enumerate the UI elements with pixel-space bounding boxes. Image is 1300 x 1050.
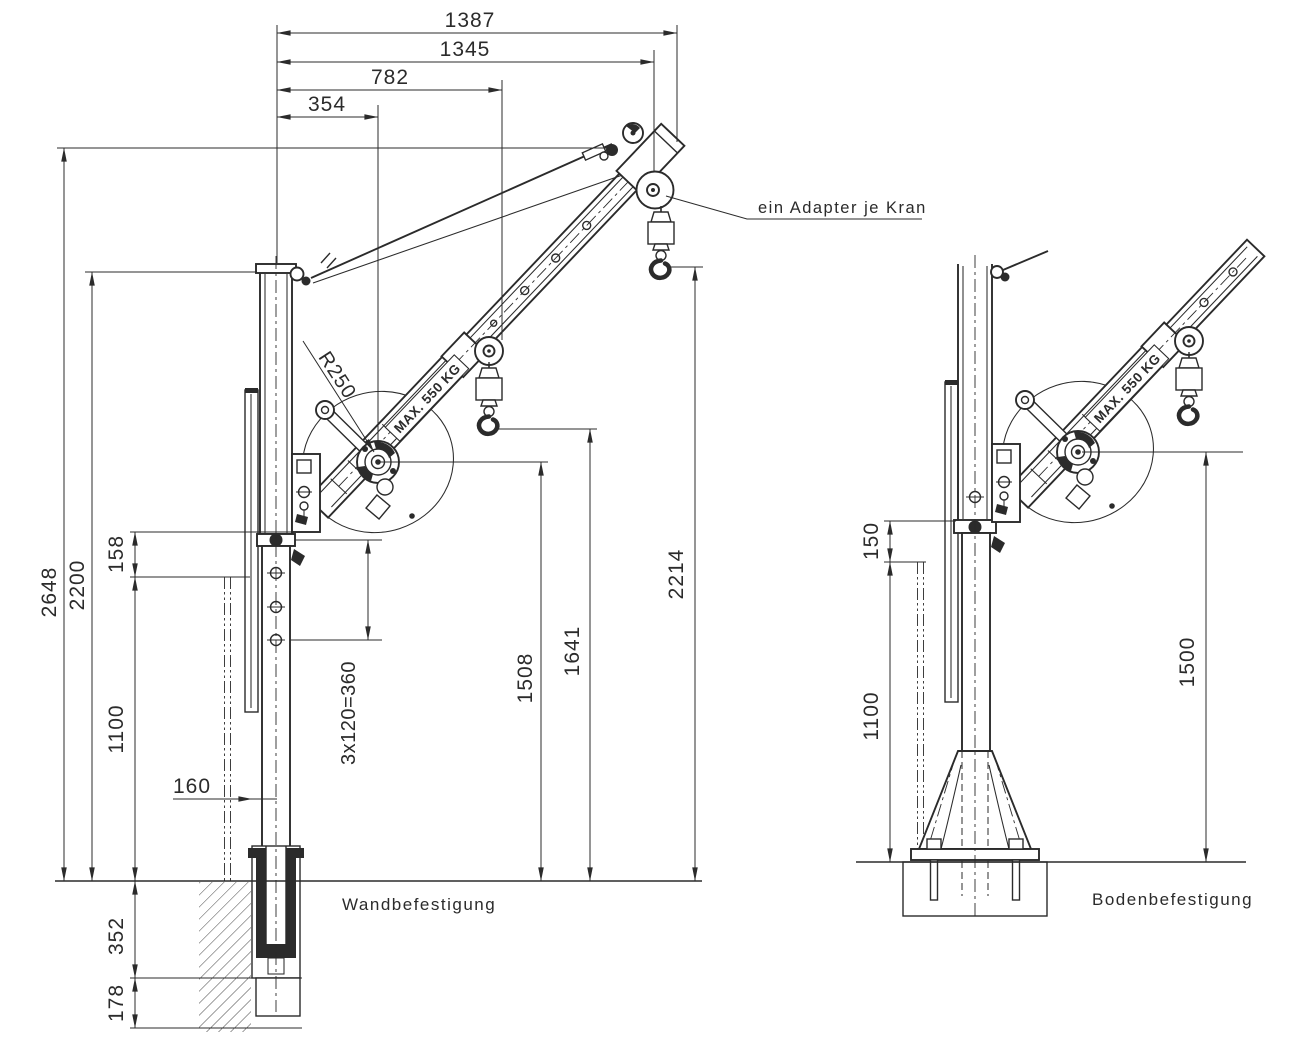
dim-height-rail-wall: 1100	[105, 704, 128, 753]
floor-boom-badge: MAX. 550 KG	[1084, 344, 1170, 432]
dim-height-rail-floor: 1100	[860, 691, 883, 740]
wall-boom-centerline	[338, 167, 643, 487]
dim-height-mid-hook: 1641	[561, 626, 584, 677]
dim-reach-overall: 1387	[445, 9, 496, 32]
wall-boom-head	[599, 122, 686, 195]
dimension-layer-wall: 1387 1345 782 354 2648 2200 158 1100 352…	[38, 9, 927, 1029]
dim-height-tip-hook: 2214	[665, 549, 688, 600]
adapter-note-label: ein Adapter je Kran	[758, 199, 927, 217]
dim-height-overall: 2648	[38, 567, 61, 618]
floor-view-caption: Bodenbefestigung	[1092, 890, 1253, 909]
dim-winch-offset: 354	[308, 93, 346, 116]
dim-reach-hook: 1345	[440, 38, 491, 61]
adapter-note: ein Adapter je Kran	[665, 195, 927, 220]
dim-gap-collar: 150	[860, 522, 883, 560]
dim-gap-bracket: 158	[105, 535, 128, 573]
floor-mount-view: MAX. 550 KG Bodenbefestigung	[902, 238, 1266, 920]
wall-rail-plate	[244, 388, 259, 713]
floor-mid-pulley	[1174, 326, 1204, 356]
dim-depth-embed: 352	[105, 917, 128, 955]
wall-mount-view: MAX. 550 KG	[199, 122, 686, 1032]
dimension-layer-floor: 150 1100 1500	[856, 451, 1246, 863]
mid-load-hook	[476, 362, 502, 434]
dim-bolt-pattern: 3x120=360	[338, 661, 360, 765]
floor-tie-rod	[990, 250, 1049, 282]
dim-reach-mid: 782	[371, 66, 409, 89]
mid-boom-pulley	[474, 336, 504, 366]
floor-rail-plate	[944, 380, 959, 703]
dim-height-hook: 1500	[1176, 637, 1199, 688]
dim-height-mast: 2200	[66, 560, 89, 611]
radius-label: R250	[314, 348, 361, 403]
adapter-pulley	[635, 170, 675, 210]
dim-wall-offset: 160	[173, 775, 211, 798]
floor-load-hook	[1176, 352, 1202, 424]
wall-boom-badge: MAX. 550 KG	[384, 354, 470, 442]
floor-mast	[953, 264, 1005, 752]
wall-view-caption: Wandbefestigung	[342, 895, 496, 914]
dim-depth-extra: 178	[105, 984, 128, 1022]
wall-hatch	[199, 882, 251, 1032]
dim-height-winch: 1508	[514, 653, 537, 704]
wall-mast	[255, 263, 305, 853]
